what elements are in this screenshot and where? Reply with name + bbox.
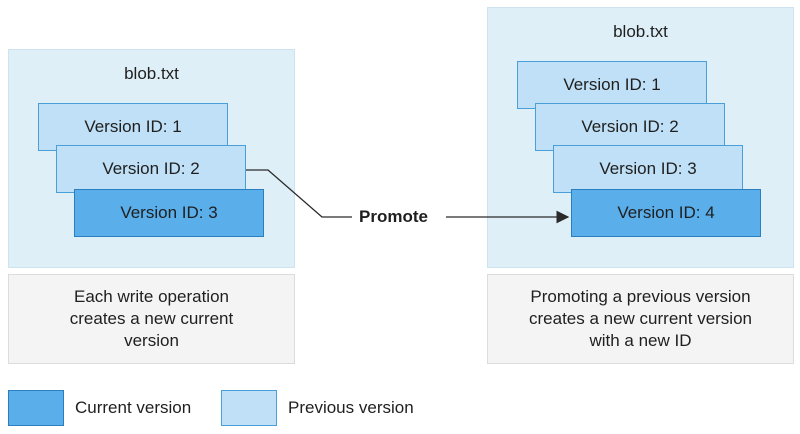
legend-current-swatch (8, 390, 64, 426)
right-caption: Promoting a previous version creates a n… (487, 274, 794, 364)
right-version-card-3: Version ID: 3 (553, 145, 743, 193)
right-panel-title: blob.txt (613, 22, 668, 41)
left-version-card-3: Version ID: 3 (74, 189, 264, 237)
right-caption-line-2: creates a new current version (529, 309, 752, 328)
left-caption-line-3: version (124, 331, 179, 350)
legend-current-label: Current version (75, 398, 192, 417)
left-caption-line-1: Each write operation (74, 287, 229, 306)
connector-line-source (246, 169, 352, 218)
right-version-card-1: Version ID: 1 (517, 61, 707, 109)
left-caption-line-2: creates a new current (69, 309, 234, 328)
legend-previous-swatch (221, 390, 277, 426)
right-version-card-4: Version ID: 4 (571, 189, 761, 237)
legend-previous-label: Previous version (288, 398, 414, 417)
right-caption-line-3: with a new ID (589, 331, 692, 350)
left-version-card-2: Version ID: 2 (56, 145, 246, 193)
right-caption-line-1: Promoting a previous version (530, 287, 751, 306)
left-panel-title: blob.txt (124, 64, 179, 83)
right-version-card-2: Version ID: 2 (535, 103, 725, 151)
promote-label: Promote (357, 207, 430, 227)
left-caption: Each write operation creates a new curre… (8, 274, 295, 364)
